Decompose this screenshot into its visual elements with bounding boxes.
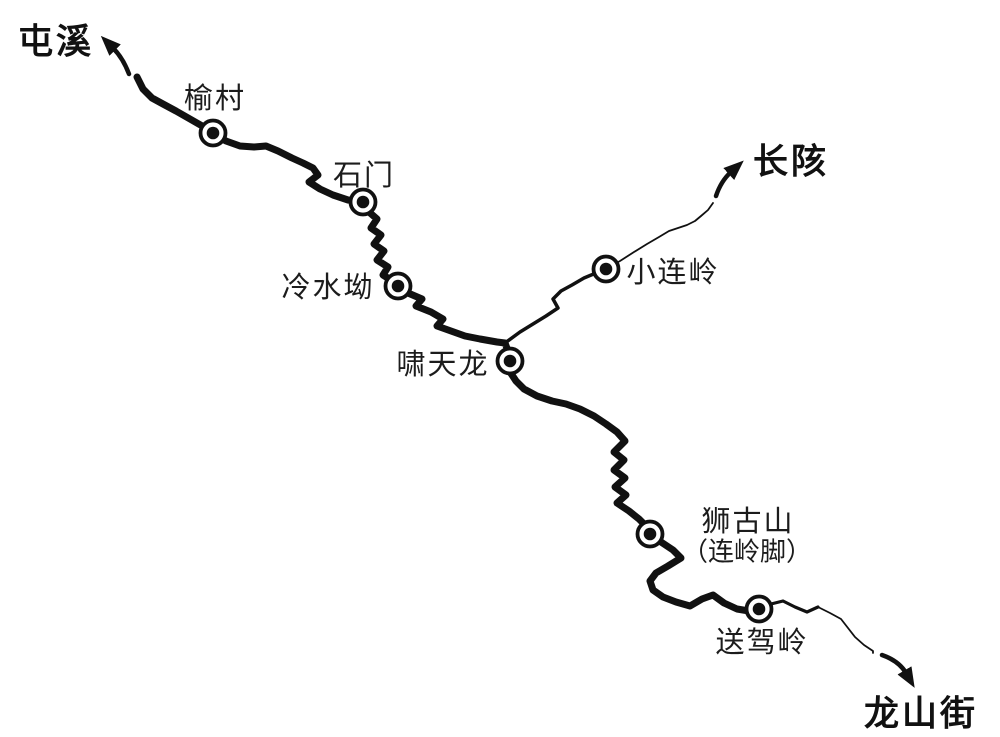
station-marker-shigushan [635,519,665,549]
station-marker-xiaotianlong [495,346,525,376]
station-label-yucun: 榆村 [183,81,247,115]
station-marker-songjialing [744,594,774,624]
station-label-lengshuiao: 冷水坳 [281,270,375,304]
station-label-songjialing: 送驾岭 [715,625,809,659]
main-route-line [133,73,763,615]
route-thin-northeast [605,202,714,270]
route-thin-southeast [817,606,874,654]
station-marker-yucun [198,118,228,148]
station-marker-xiaolianling [591,254,621,284]
station-marker-lengshuiao [383,271,413,301]
terminal-label-changgai: 长陔 [752,142,830,183]
station-label-shigushan: 狮古山 [701,504,795,538]
station-marker-shimen [348,187,378,217]
station-label-xiaotianlong: 啸天龙 [396,347,490,381]
arrow-southeast-icon [879,652,915,688]
arrow-northeast-icon [713,160,744,199]
station-label-xiaolianling: 小连岭 [626,255,720,289]
arrow-northwest-icon [100,35,132,77]
station-label-shigushan-sub: （连岭脚） [681,537,813,568]
terminal-label-tunxi: 屯溪 [17,22,95,63]
station-label-shimen: 石门 [332,158,396,192]
terminal-label-longshanjie: 龙山街 [863,694,979,735]
branch-route-line [503,267,608,345]
